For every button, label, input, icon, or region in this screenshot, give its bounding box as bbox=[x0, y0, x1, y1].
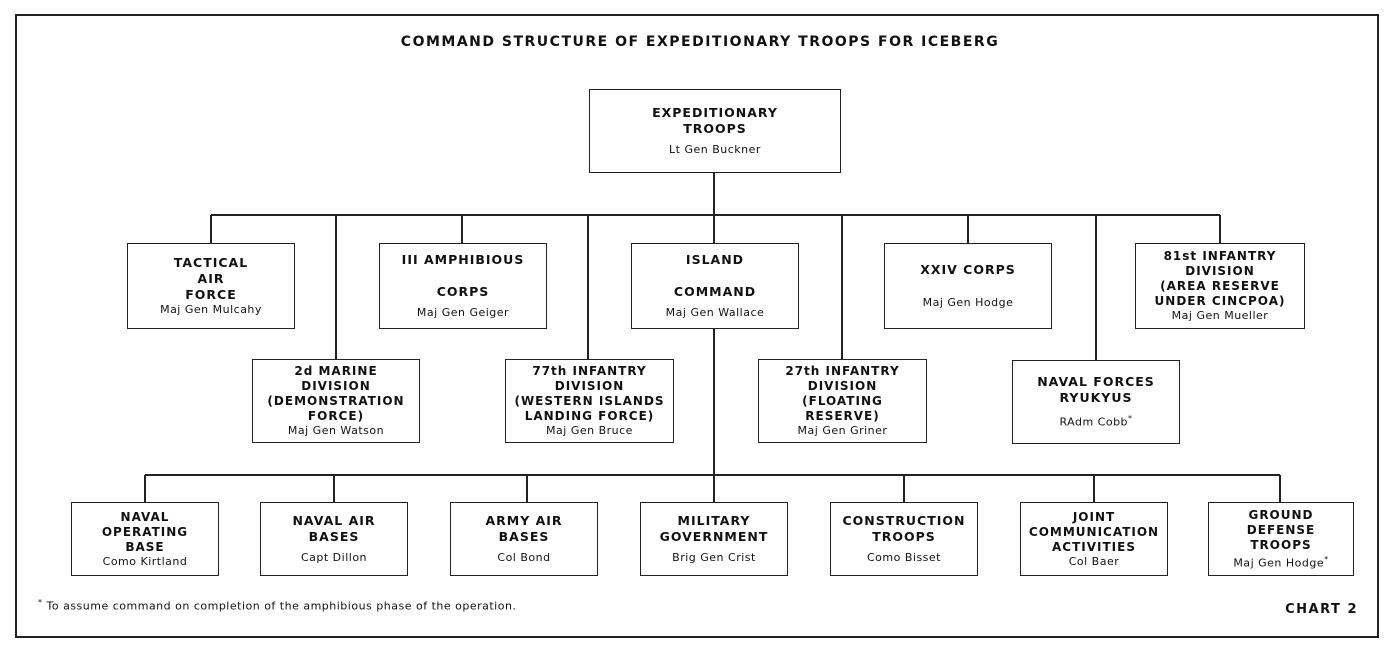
node-label: ARMY AIR BASES bbox=[485, 513, 563, 544]
footnote-marker: * bbox=[1324, 554, 1329, 564]
node-label: GROUND DEFENSE TROOPS bbox=[1246, 507, 1316, 552]
node-label: 77th INFANTRY DIVISION (WESTERN ISLANDS … bbox=[514, 364, 665, 423]
node-label: NAVAL FORCES RYUKYUS bbox=[1037, 374, 1155, 406]
node-joint-communication-activities: JOINT COMMUNICATION ACTIVITIES Col Baer bbox=[1020, 502, 1168, 576]
node-commander: Maj Gen Bruce bbox=[546, 424, 633, 437]
node-commander: Como Bisset bbox=[867, 551, 941, 564]
chart-frame bbox=[15, 14, 1379, 638]
node-77th-infantry-division: 77th INFANTRY DIVISION (WESTERN ISLANDS … bbox=[505, 359, 674, 443]
footnote-text: To assume command on completion of the a… bbox=[46, 599, 517, 613]
node-label: TACTICAL AIR FORCE bbox=[173, 255, 249, 302]
node-commander: Brig Gen Crist bbox=[672, 551, 756, 564]
node-construction-troops: CONSTRUCTION TROOPS Como Bisset bbox=[830, 502, 978, 576]
node-label: NAVAL AIR BASES bbox=[292, 513, 376, 544]
node-commander: Maj Gen Mulcahy bbox=[160, 303, 262, 316]
node-commander: Maj Gen Geiger bbox=[416, 306, 510, 319]
node-label: 81st INFANTRY DIVISION (AREA RESERVE UND… bbox=[1154, 249, 1286, 308]
node-label: XXIV CORPS bbox=[920, 262, 1016, 277]
chart-title: COMMAND STRUCTURE OF EXPEDITIONARY TROOP… bbox=[400, 34, 1000, 50]
node-commander: RAdm Cobb bbox=[1059, 415, 1129, 429]
node-commander: Maj Gen Griner bbox=[797, 424, 888, 437]
footnote-marker: * bbox=[1128, 414, 1133, 424]
node-commander: Maj Gen Hodge bbox=[1233, 556, 1325, 570]
node-label: CONSTRUCTION TROOPS bbox=[842, 513, 966, 544]
node-ground-defense-troops: GROUND DEFENSE TROOPS Maj Gen Hodge* bbox=[1208, 502, 1354, 576]
node-commander: Como Kirtland bbox=[102, 554, 188, 568]
node-naval-operating-base: NAVAL OPERATING BASE Como Kirtland bbox=[71, 502, 219, 576]
chart-number: CHART 2 bbox=[1285, 602, 1358, 617]
node-commander: Maj Gen Hodge bbox=[922, 296, 1014, 309]
node-commander: Maj Gen Mueller bbox=[1171, 309, 1269, 322]
node-81st-infantry-division: 81st INFANTRY DIVISION (AREA RESERVE UND… bbox=[1135, 243, 1305, 329]
node-commander: Col Bond bbox=[497, 551, 551, 564]
node-commander: Lt Gen Buckner bbox=[669, 143, 761, 156]
node-commander: Maj Gen Watson bbox=[287, 424, 385, 437]
node-iii-amphibious-corps: III AMPHIBIOUS CORPS Maj Gen Geiger bbox=[379, 243, 547, 329]
node-xxiv-corps: XXIV CORPS Maj Gen Hodge bbox=[884, 243, 1052, 329]
node-2d-marine-division: 2d MARINE DIVISION (DEMONSTRATION FORCE)… bbox=[252, 359, 420, 443]
node-commander: Maj Gen Wallace bbox=[665, 306, 765, 319]
node-commander: Capt Dillon bbox=[300, 551, 368, 564]
node-label: ISLAND COMMAND bbox=[673, 252, 757, 299]
node-label: III AMPHIBIOUS CORPS bbox=[401, 252, 525, 299]
node-tactical-air-force: TACTICAL AIR FORCE Maj Gen Mulcahy bbox=[127, 243, 295, 329]
node-expeditionary-troops: EXPEDITIONARY TROOPS Lt Gen Buckner bbox=[589, 89, 841, 173]
node-island-command: ISLAND COMMAND Maj Gen Wallace bbox=[631, 243, 799, 329]
node-27th-infantry-division: 27th INFANTRY DIVISION (FLOATING RESERVE… bbox=[758, 359, 927, 443]
node-naval-air-bases: NAVAL AIR BASES Capt Dillon bbox=[260, 502, 408, 576]
node-label: NAVAL OPERATING BASE bbox=[101, 509, 189, 554]
node-army-air-bases: ARMY AIR BASES Col Bond bbox=[450, 502, 598, 576]
footnote: *To assume command on completion of the … bbox=[38, 598, 516, 613]
node-label: 2d MARINE DIVISION (DEMONSTRATION FORCE) bbox=[267, 364, 405, 423]
node-label: 27th INFANTRY DIVISION (FLOATING RESERVE… bbox=[785, 364, 900, 423]
node-commander: Col Baer bbox=[1068, 554, 1120, 568]
footnote-marker: * bbox=[38, 598, 43, 607]
node-naval-forces-ryukyus: NAVAL FORCES RYUKYUS RAdm Cobb* bbox=[1012, 360, 1180, 444]
node-label: MILITARY GOVERNMENT bbox=[659, 513, 769, 544]
node-label: EXPEDITIONARY TROOPS bbox=[652, 105, 778, 136]
node-military-government: MILITARY GOVERNMENT Brig Gen Crist bbox=[640, 502, 788, 576]
node-label: JOINT COMMUNICATION ACTIVITIES bbox=[1028, 509, 1160, 554]
